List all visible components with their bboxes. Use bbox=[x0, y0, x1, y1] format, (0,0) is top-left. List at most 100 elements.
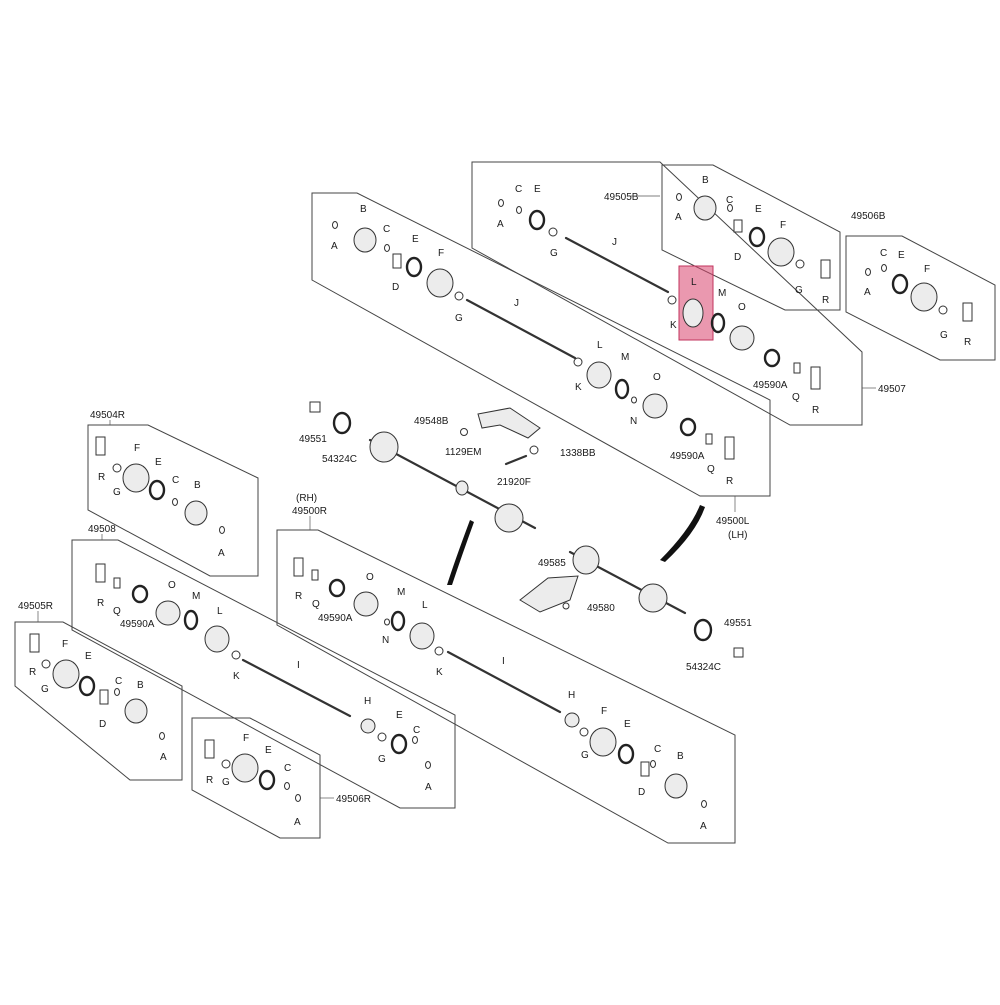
callout-L: L bbox=[597, 340, 603, 351]
callout-C: C bbox=[726, 195, 733, 206]
group-49500R-outline bbox=[276, 529, 736, 844]
callout-G: G bbox=[550, 248, 558, 259]
part-R-49506B bbox=[962, 302, 973, 322]
ring-54324C-bot bbox=[693, 618, 713, 642]
group-49507-outline bbox=[471, 161, 863, 426]
callout-R: R bbox=[812, 405, 819, 416]
joint-B-49500L bbox=[353, 227, 377, 253]
part-N-49500L bbox=[631, 396, 637, 404]
callout-R: R bbox=[295, 591, 302, 602]
callout-C: C bbox=[383, 224, 390, 235]
highlight-L bbox=[678, 265, 714, 341]
callout-B: B bbox=[137, 680, 144, 691]
label-49506R: 49506R bbox=[336, 794, 371, 805]
callout-I: I bbox=[297, 660, 300, 671]
clamp-K bbox=[667, 295, 677, 305]
part-R-49508 bbox=[95, 563, 106, 583]
ring-E-49500L bbox=[405, 256, 423, 278]
callout-G: G bbox=[795, 285, 803, 296]
clamp-G-49508 bbox=[377, 732, 387, 742]
damper-assembled-lh bbox=[455, 480, 469, 496]
label-49500R: 49500R bbox=[292, 506, 327, 517]
label-54324C-bot: 54324C bbox=[686, 662, 721, 673]
label-49590A-1: 49590A bbox=[753, 380, 788, 391]
part-A-49505R bbox=[159, 732, 165, 740]
callout-R: R bbox=[822, 295, 829, 306]
clamp-G-49505R bbox=[41, 659, 51, 669]
group-49506B-outline bbox=[845, 235, 996, 361]
part-R-49504R bbox=[95, 436, 106, 456]
callout-B: B bbox=[677, 751, 684, 762]
callout-N: N bbox=[630, 416, 637, 427]
shaft-J-49500L bbox=[465, 298, 577, 360]
callout-C: C bbox=[115, 676, 122, 687]
part-D-49505R bbox=[99, 689, 109, 705]
ring-E-49505R bbox=[78, 675, 96, 697]
shaft-I-49500R bbox=[446, 650, 562, 714]
ring-E-49506R bbox=[258, 769, 276, 791]
boot-assembled-rh bbox=[638, 583, 668, 613]
boot-L-49500L bbox=[586, 361, 612, 389]
callout-A: A bbox=[864, 287, 871, 298]
callout-C: C bbox=[880, 248, 887, 259]
callout-B: B bbox=[194, 480, 201, 491]
joint-B-49505B bbox=[693, 195, 717, 221]
callout-M: M bbox=[192, 591, 200, 602]
pin-21920F bbox=[504, 454, 528, 466]
label-49508: 49508 bbox=[88, 524, 116, 535]
callout-R: R bbox=[97, 598, 104, 609]
direction-arc-rh bbox=[447, 520, 474, 585]
label-49590A-3: 49590A bbox=[120, 619, 155, 630]
part-A-49505B bbox=[676, 193, 682, 201]
callout-A: A bbox=[700, 821, 707, 832]
label-1129EM: 1129EM bbox=[445, 447, 482, 458]
boot-L-49500R bbox=[409, 622, 435, 650]
group-49504R-outline bbox=[87, 424, 259, 577]
ring-M-49508 bbox=[183, 609, 199, 631]
group-49506R-outline bbox=[191, 717, 321, 839]
callout-F: F bbox=[601, 706, 607, 717]
callout-E: E bbox=[155, 457, 162, 468]
group-49508-outline bbox=[71, 539, 456, 809]
clamp-G-49500R bbox=[579, 727, 589, 737]
boot-F-49506R bbox=[231, 753, 259, 783]
callout-L: L bbox=[422, 600, 428, 611]
callout-F: F bbox=[438, 248, 444, 259]
callout-G: G bbox=[41, 684, 49, 695]
callout-A: A bbox=[331, 241, 338, 252]
callout-K: K bbox=[670, 320, 677, 331]
callout-Q: Q bbox=[312, 599, 320, 610]
callout-B: B bbox=[702, 175, 709, 186]
callout-H: H bbox=[364, 696, 371, 707]
label-49505B: 49505B bbox=[604, 192, 639, 203]
callout-A: A bbox=[218, 548, 225, 559]
part-Q-49500L bbox=[705, 433, 713, 445]
bolt-49580 bbox=[562, 602, 570, 610]
part-A-49500R bbox=[701, 800, 707, 808]
label-21920F: 21920F bbox=[497, 477, 531, 488]
boot-assembled-lh bbox=[494, 503, 524, 533]
callout-M: M bbox=[397, 587, 405, 598]
label-49580: 49580 bbox=[587, 603, 615, 614]
callout-Q: Q bbox=[113, 606, 121, 617]
bolt-1129EM bbox=[460, 428, 468, 436]
label-49500L: 49500L bbox=[716, 516, 750, 527]
part-R-49505R bbox=[29, 633, 40, 653]
ring-M-49500R bbox=[390, 610, 406, 632]
callout-A: A bbox=[160, 752, 167, 763]
callout-A: A bbox=[425, 782, 432, 793]
part-R-upper bbox=[810, 366, 821, 390]
nut-49551-bot bbox=[733, 647, 744, 658]
bracket-49548B bbox=[477, 407, 541, 439]
callout-D: D bbox=[734, 252, 741, 263]
part-R-49505B bbox=[820, 259, 831, 279]
callout-E: E bbox=[412, 234, 419, 245]
label-49506B: 49506B bbox=[851, 211, 886, 222]
clamp-K-49508 bbox=[231, 650, 241, 660]
label-49507: 49507 bbox=[878, 384, 906, 395]
callout-Q: Q bbox=[792, 392, 800, 403]
damper-H-49508 bbox=[360, 718, 376, 734]
label-1338BB: 1338BB bbox=[560, 448, 596, 459]
callout-C: C bbox=[284, 763, 291, 774]
